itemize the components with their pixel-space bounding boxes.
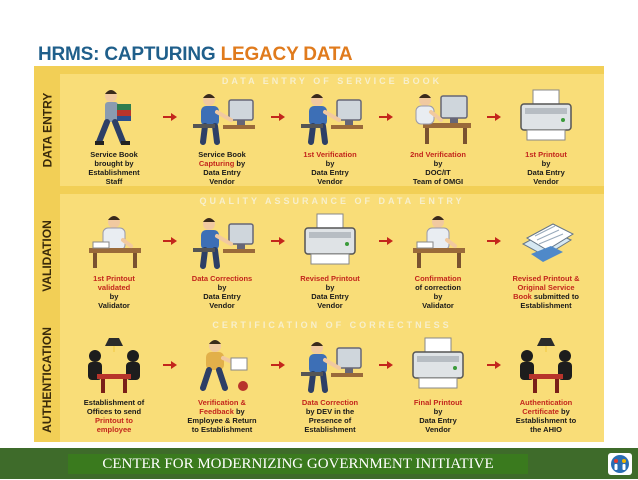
meeting-icon [79, 334, 149, 396]
flow-arrow-icon [271, 361, 285, 369]
row-authentication: CERTIFICATION OF CORRECTNESS Establishme… [60, 318, 604, 442]
title-part-2: LEGACY DATA [220, 44, 353, 65]
flow-arrow-icon [487, 237, 501, 245]
flow-arrow-icon [379, 237, 393, 245]
operator-at-computer-icon [187, 86, 257, 148]
row-banner: CERTIFICATION OF CORRECTNESS [212, 320, 452, 330]
documents-icon [511, 210, 581, 272]
flow-arrow-icon [487, 361, 501, 369]
side-label-validation: VALIDATION [34, 194, 60, 318]
validator-reviewing-icon [79, 210, 149, 272]
flow-arrow-icon [163, 361, 177, 369]
flow-arrow-icon [163, 113, 177, 121]
operator-at-computer-icon [295, 334, 365, 396]
meeting-icon [511, 334, 581, 396]
row-banner: DATA ENTRY OF SERVICE BOOK [221, 76, 443, 86]
employee-feedback-icon [187, 334, 257, 396]
title-part-1: HRMS: CAPTURING [38, 44, 221, 65]
operator-at-computer-icon [187, 210, 257, 272]
footer-bar: CENTER FOR MODERNIZING GOVERNMENT INITIA… [0, 448, 638, 479]
validator-reviewing-icon [403, 210, 473, 272]
flow-arrow-icon [163, 237, 177, 245]
row-validation: QUALITY ASSURANCE OF DATA ENTRY 1st Prin… [60, 194, 604, 318]
operator-at-computer-icon [295, 86, 365, 148]
row-banner: QUALITY ASSURANCE OF DATA ENTRY [199, 196, 465, 206]
flow-arrow-icon [271, 113, 285, 121]
side-label-data-entry: DATA ENTRY [34, 74, 60, 186]
printer-icon [511, 86, 581, 148]
flow-arrow-icon [487, 113, 501, 121]
officer-at-computer-icon [403, 86, 473, 148]
printer-icon [295, 210, 365, 272]
flow-arrow-icon [379, 113, 393, 121]
page-title: HRMS: CAPTURING LEGACY DATA [38, 44, 353, 66]
footer-text: CENTER FOR MODERNIZING GOVERNMENT INITIA… [68, 454, 528, 474]
organization-logo-icon [608, 453, 632, 475]
side-label-authentication: AUTHENTICATION [34, 318, 60, 442]
flow-arrow-icon [379, 361, 393, 369]
printer-icon [403, 334, 473, 396]
flow-arrow-icon [271, 237, 285, 245]
process-diagram: DATA ENTRY VALIDATION AUTHENTICATION DAT… [34, 66, 604, 442]
clerk-carrying-books-icon [79, 86, 149, 148]
